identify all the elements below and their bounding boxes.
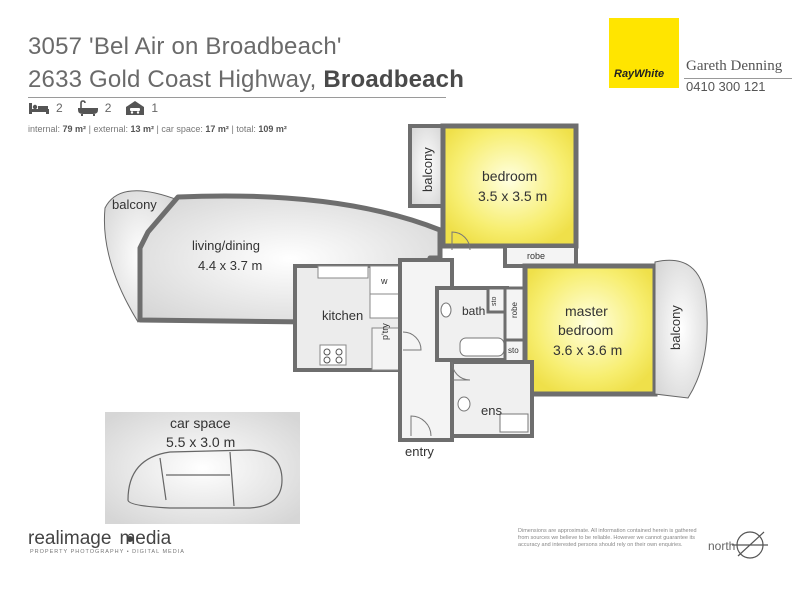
realimage-logo[interactable]: realimage media xyxy=(28,528,171,550)
car-label: car space: xyxy=(161,124,203,134)
master-label-line2: bedroom xyxy=(558,322,614,338)
address-suburb: Broadbeach xyxy=(323,66,465,93)
cars-spec: 1 xyxy=(125,100,158,116)
bath-label: bath xyxy=(462,304,486,318)
property-specs: 2 2 1 xyxy=(28,100,158,116)
balcony-left-label: balcony xyxy=(112,197,157,212)
master-bedroom-area xyxy=(522,263,658,397)
living-dining-dims: 4.4 x 3.7 m xyxy=(198,258,263,273)
internal-label: internal: xyxy=(28,124,61,134)
header-divider xyxy=(28,97,446,98)
cooktop xyxy=(319,344,347,366)
balcony-right-label: balcony xyxy=(668,305,683,350)
w-label: w xyxy=(381,276,388,286)
sink-cabinet xyxy=(369,293,401,319)
robe-top-label: robe xyxy=(527,251,546,261)
agent-name: Gareth Denning xyxy=(686,58,783,74)
realimage-tagline: PROPERTY PHOTOGRAPHY • DIGITAL MEDIA xyxy=(30,549,185,555)
kitchen-label: kitchen xyxy=(322,308,364,323)
cars-count: 1 xyxy=(151,101,159,115)
beds-count: 2 xyxy=(56,101,63,115)
balcony-right-area xyxy=(654,259,708,399)
balcony-top-label: balcony xyxy=(420,147,435,192)
logo-text-a: realimage xyxy=(28,528,112,549)
north-arrow-icon xyxy=(732,531,768,559)
property-title-line1: 3057 'Bel Air on Broadbeach' xyxy=(28,33,342,60)
pantry-area xyxy=(371,327,401,371)
car-value: 17 m² xyxy=(205,124,229,134)
pantry-label: p'try xyxy=(380,323,390,340)
disclaimer: Dimensions are approximate. All informat… xyxy=(518,528,697,548)
bed-icon xyxy=(29,103,49,114)
entry-label: entry xyxy=(405,444,434,459)
area-summary: internal: 79 m² | external: 13 m² | car … xyxy=(28,124,287,134)
external-label: external: xyxy=(93,124,128,134)
address-street: 2633 Gold Coast Highway, xyxy=(28,66,324,93)
car-outline-icon xyxy=(127,449,283,509)
logo-text: RayWhite xyxy=(614,68,665,80)
north-label: north xyxy=(708,539,736,553)
baths-spec: 2 xyxy=(77,100,112,116)
car-space-label: car space xyxy=(170,415,231,431)
total-value: 109 m² xyxy=(258,124,287,134)
property-address: 2633 Gold Coast Highway, Broadbeach xyxy=(28,66,464,94)
agent-divider xyxy=(684,78,792,79)
ensuite-label: ens xyxy=(481,403,502,418)
internal-value: 79 m² xyxy=(62,124,87,134)
bedroom-label: bedroom xyxy=(482,168,538,184)
sto-top-label: sto xyxy=(491,296,498,306)
separator: | xyxy=(231,124,234,134)
living-dining-label: living/dining xyxy=(192,238,260,253)
raywhite-logo[interactable]: RayWhite xyxy=(609,18,679,88)
logo-text-b: media xyxy=(119,528,172,549)
kitchen-bench xyxy=(317,265,369,279)
master-label-line1: master xyxy=(565,303,608,319)
car-space-dims: 5.5 x 3.0 m xyxy=(166,434,236,450)
bedroom-area xyxy=(440,123,579,249)
ensuite-shower xyxy=(499,413,529,433)
external-value: 13 m² xyxy=(130,124,154,134)
fridge-cabinet xyxy=(369,265,401,295)
total-label: total: xyxy=(236,124,256,134)
sto-bottom-label: sto xyxy=(508,346,519,355)
separator: | xyxy=(88,124,91,134)
garage-icon xyxy=(126,101,145,115)
beds-spec: 2 xyxy=(28,101,63,115)
logo-dot-icon xyxy=(127,536,133,542)
separator: | xyxy=(156,124,159,134)
bedroom-dims: 3.5 x 3.5 m xyxy=(478,188,548,204)
bathtub xyxy=(459,337,505,357)
robe-side-label: robe xyxy=(510,301,519,318)
bath-icon xyxy=(77,100,98,116)
master-dims: 3.6 x 3.6 m xyxy=(553,342,623,358)
agent-phone[interactable]: 0410 300 121 xyxy=(686,79,766,94)
baths-count: 2 xyxy=(104,101,112,115)
balcony-left-area xyxy=(103,190,179,323)
